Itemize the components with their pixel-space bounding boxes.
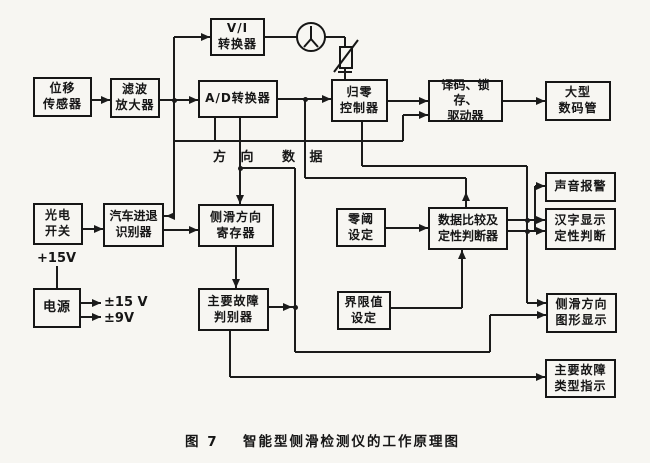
wire bbox=[81, 302, 101, 304]
arrowhead bbox=[236, 195, 244, 204]
arrowhead bbox=[92, 299, 101, 307]
junction-dot bbox=[172, 98, 177, 103]
wire bbox=[229, 331, 231, 377]
wire bbox=[304, 99, 306, 178]
arrowhead bbox=[536, 97, 545, 105]
arrowhead bbox=[166, 212, 175, 220]
arrowhead bbox=[537, 299, 546, 307]
box-data-compare-judge: 数据比较及 定性判断器 bbox=[428, 207, 508, 250]
arrowhead bbox=[536, 216, 545, 224]
wire bbox=[56, 266, 58, 288]
wire bbox=[344, 37, 346, 46]
box-sideslip-graphic-display: 侧滑方向 图形显示 bbox=[546, 293, 617, 333]
wire bbox=[362, 165, 527, 167]
box-large-digital-tube: 大型 数码管 bbox=[545, 81, 611, 121]
meter-needle-icon bbox=[303, 26, 319, 48]
wire bbox=[490, 314, 546, 316]
wire bbox=[534, 186, 536, 231]
box-main-fault-discriminator: 主要故障 判别器 bbox=[198, 288, 269, 331]
figure-caption-number: 图 7 bbox=[185, 434, 219, 450]
wire bbox=[214, 118, 216, 141]
junction-dot bbox=[525, 218, 530, 223]
box-main-fault-type-indicator: 主要故障 类型指示 bbox=[545, 359, 616, 398]
wire bbox=[386, 227, 428, 229]
box-decoder-latch-driver: 译码、锁存、 驱动器 bbox=[428, 78, 503, 123]
wire bbox=[235, 247, 237, 288]
bus-label-data: 数 据 bbox=[282, 150, 328, 165]
box-car-direction-recognizer: 汽车进退 识别器 bbox=[103, 203, 164, 247]
arrowhead bbox=[462, 192, 470, 201]
arrowhead bbox=[189, 96, 198, 104]
arrowhead bbox=[101, 96, 110, 104]
junction-dot bbox=[303, 97, 308, 102]
wire bbox=[173, 37, 175, 216]
arrowhead bbox=[419, 97, 428, 105]
wire bbox=[164, 229, 198, 231]
junction-dot bbox=[238, 166, 243, 171]
arrowhead bbox=[189, 226, 198, 234]
wire bbox=[269, 306, 295, 308]
label-pm-15v: ±15 V bbox=[104, 295, 148, 310]
box-hanzi-display-judge: 汉字显示 定性判断 bbox=[545, 208, 616, 250]
box-ad-converter: A/D转换器 bbox=[198, 80, 278, 118]
box-photoelectric-switch: 光电 开关 bbox=[33, 203, 83, 245]
label-pm-9v: ±9V bbox=[104, 311, 134, 326]
arrowhead bbox=[536, 373, 545, 381]
box-zero-return-controller: 归零 控制器 bbox=[331, 79, 388, 122]
arrowhead bbox=[458, 250, 466, 259]
wire bbox=[265, 36, 297, 38]
wire bbox=[160, 99, 198, 101]
box-power-supply: 电源 bbox=[33, 288, 81, 328]
wire bbox=[295, 351, 490, 353]
arrowhead bbox=[419, 224, 428, 232]
arrowhead bbox=[201, 33, 210, 41]
figure-caption-text: 智能型侧滑检测仪的工作原理图 bbox=[243, 434, 460, 450]
arrowhead bbox=[322, 95, 331, 103]
wire bbox=[230, 376, 545, 378]
wire bbox=[240, 167, 295, 169]
junction-dot bbox=[525, 229, 530, 234]
resistor-slash-icon bbox=[333, 39, 359, 73]
box-filter-amplifier: 滤波 放大器 bbox=[110, 78, 160, 118]
arrowhead bbox=[283, 303, 292, 311]
wire bbox=[294, 168, 296, 352]
arrowhead bbox=[94, 225, 103, 233]
box-zero-threshold-setting: 零阈 设定 bbox=[336, 208, 386, 247]
wire bbox=[388, 100, 428, 102]
wire bbox=[489, 315, 491, 352]
bus-label-direction: 方 向 bbox=[213, 150, 259, 165]
wire bbox=[174, 140, 403, 142]
arrowhead bbox=[419, 111, 428, 119]
label-plus-15v: +15V bbox=[37, 251, 77, 266]
wire bbox=[461, 250, 463, 308]
wire bbox=[391, 307, 462, 309]
arrowhead bbox=[232, 279, 240, 288]
wire bbox=[527, 302, 546, 304]
wire bbox=[81, 316, 101, 318]
wire bbox=[402, 115, 404, 141]
wire bbox=[174, 36, 210, 38]
wire bbox=[325, 36, 345, 38]
wire bbox=[305, 177, 466, 179]
arrowhead bbox=[92, 313, 101, 321]
wire bbox=[361, 122, 363, 166]
wire bbox=[338, 71, 352, 73]
wire bbox=[503, 100, 545, 102]
box-vi-converter: V/I 转换器 bbox=[210, 18, 265, 56]
box-displacement-sensor: 位移 传感器 bbox=[33, 77, 92, 117]
wire bbox=[526, 166, 528, 303]
box-limit-value-setting: 界限值 设定 bbox=[337, 291, 391, 330]
wire bbox=[403, 114, 428, 116]
box-sideslip-direction-register: 侧滑方向 寄存器 bbox=[198, 204, 274, 247]
junction-dot bbox=[293, 305, 298, 310]
wire bbox=[83, 228, 103, 230]
wire bbox=[344, 68, 346, 79]
wire bbox=[239, 118, 241, 204]
arrowhead bbox=[536, 227, 545, 235]
arrowhead bbox=[536, 182, 545, 190]
arrowhead bbox=[537, 311, 546, 319]
box-sound-alarm: 声音报警 bbox=[545, 172, 616, 202]
